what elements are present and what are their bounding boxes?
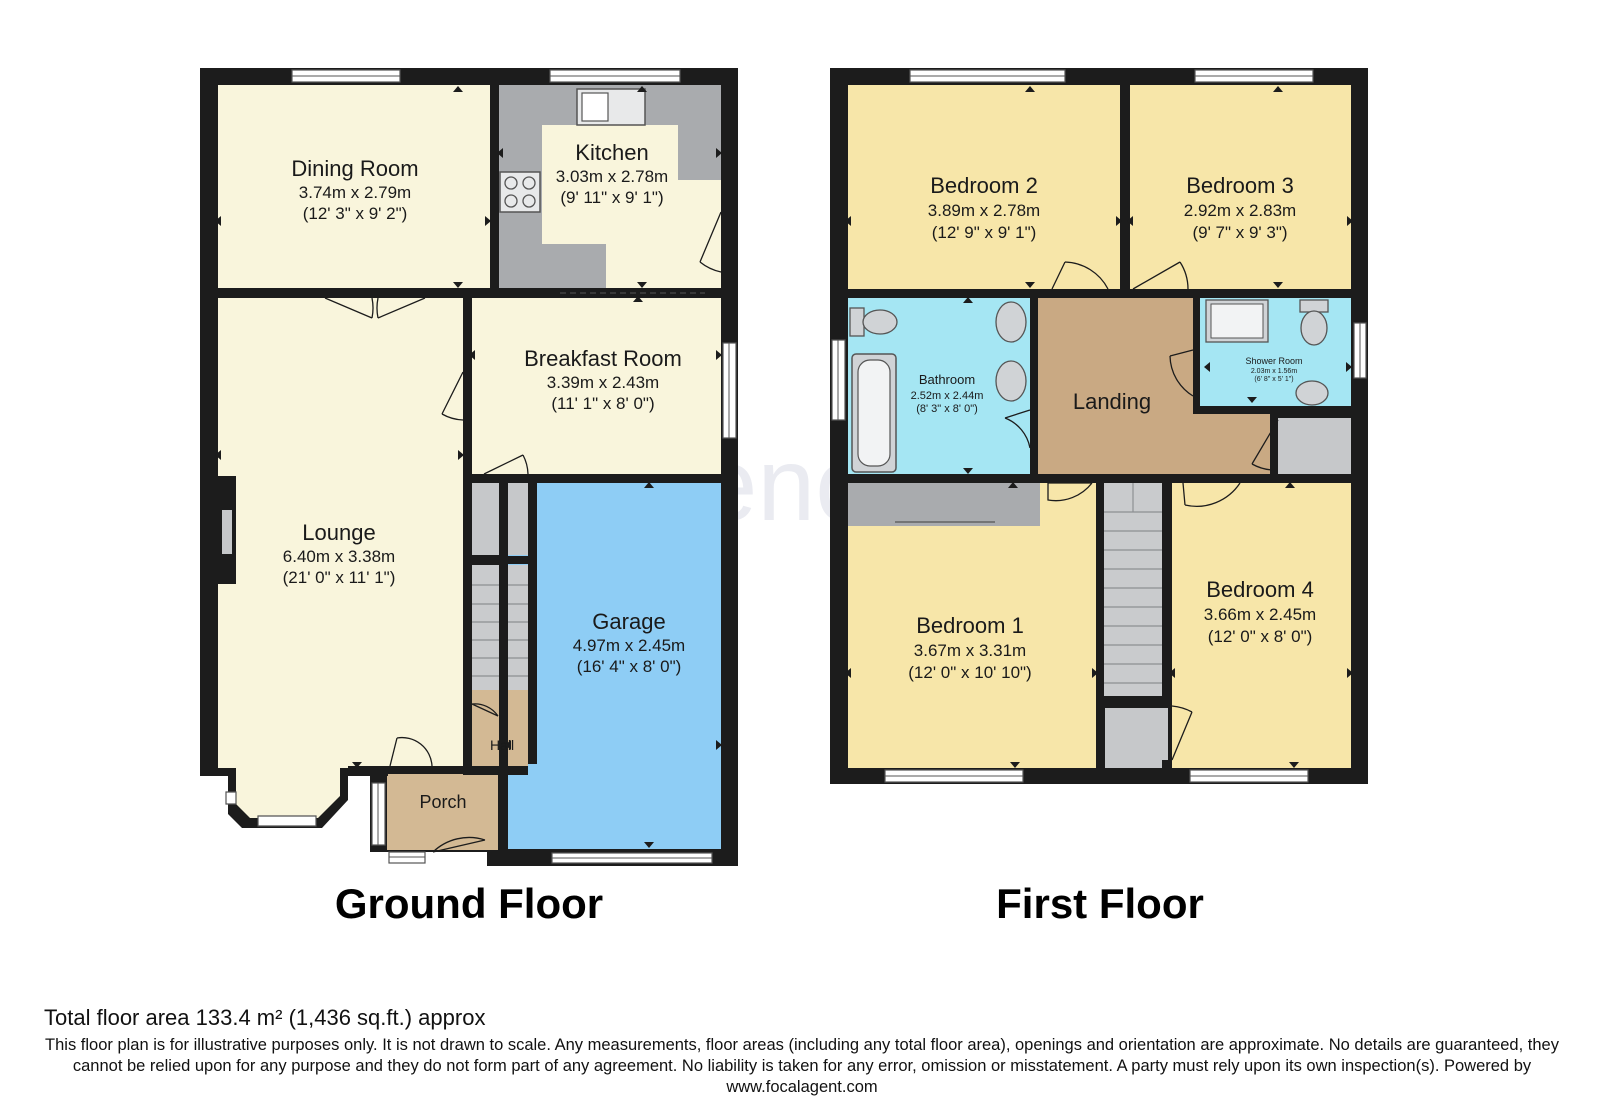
bedroom-2-imperial: (12' 9" x 9' 1") (932, 223, 1037, 242)
room-breakfast-room (472, 298, 721, 474)
first-floor: Bedroom 2 3.89m x 2.78m (12' 9" x 9' 1")… (830, 68, 1368, 927)
first-floor-title: First Floor (996, 880, 1204, 927)
room-bedroom-1-nook (1040, 483, 1096, 528)
first-floor-window-panes (837, 75, 1361, 777)
kitchen-hob (499, 171, 541, 213)
bedroom-1-metric: 3.67m x 3.31m (914, 641, 1026, 660)
first-floor-stairs (1104, 483, 1162, 696)
shower-room-metric: 2.03m x 1.56m (1251, 368, 1297, 375)
bathroom-metric: 2.52m x 2.44m (911, 390, 984, 402)
ground-floor-title: Ground Floor (335, 880, 603, 927)
breakfast-room-metric: 3.39m x 2.43m (547, 373, 659, 392)
lounge-name: Lounge (302, 520, 375, 545)
room-dining-room (218, 85, 490, 288)
room-lounge (218, 298, 463, 768)
shower-room-name: Shower Room (1245, 356, 1302, 366)
shower-toilet-bowl (1300, 310, 1328, 346)
first-floor-labels: Bedroom 2 3.89m x 2.78m (12' 9" x 9' 1")… (908, 173, 1316, 682)
lounge-bay (236, 768, 340, 818)
window-panes (292, 75, 730, 859)
bathroom-name: Bathroom (919, 372, 975, 387)
bedroom-4-metric: 3.66m x 2.45m (1204, 605, 1316, 624)
room-bedroom-2 (848, 85, 1120, 289)
lounge-imperial: (21' 0" x 11' 1") (283, 568, 396, 587)
kitchen-imperial: (9' 11" x 9' 1") (560, 188, 663, 207)
bedroom-2-metric: 3.89m x 2.78m (928, 201, 1040, 220)
room-landing-ext (1193, 412, 1276, 474)
bedroom-4-imperial: (12' 0" x 8' 0") (1208, 627, 1313, 646)
shower-tray-inner (1210, 303, 1264, 339)
bedroom-4-name: Bedroom 4 (1206, 577, 1314, 602)
bath-tub-inner (857, 359, 891, 467)
disclaimer-text: This floor plan is for illustrative purp… (45, 1036, 1559, 1096)
bathroom-basin-2 (995, 360, 1027, 402)
room-garage (508, 483, 721, 849)
bedroom-3-metric: 2.92m x 2.83m (1184, 201, 1296, 220)
shower-basin (1295, 380, 1329, 406)
ground-floor-internal-walls (200, 68, 738, 866)
dimension-arrows (215, 86, 1353, 848)
bathroom-toilet (849, 307, 865, 337)
landing-name: Landing (1073, 389, 1151, 414)
kitchen-sink-bowl (581, 92, 609, 122)
room-bedroom-4 (1172, 483, 1351, 768)
lounge-hearth (222, 510, 232, 554)
garage-imperial: (16' 4" x 8' 0") (577, 657, 682, 676)
dining-room-imperial: (12' 3" x 9' 2") (303, 204, 408, 223)
bathroom-imperial: (8' 3" x 8' 0") (916, 403, 978, 415)
room-landing (1038, 298, 1193, 474)
bedroom-1-name: Bedroom 1 (916, 613, 1024, 638)
bedroom-2-name: Bedroom 2 (930, 173, 1038, 198)
bedroom-4-cupboard (1105, 708, 1168, 768)
kitchen-metric: 3.03m x 2.78m (556, 167, 668, 186)
shower-room-imperial: (6' 8" x 5' 1") (1254, 376, 1293, 383)
hall-name: Hall (490, 737, 514, 753)
dining-room-metric: 3.74m x 2.79m (299, 183, 411, 202)
kitchen-worktop (499, 85, 721, 288)
room-porch (387, 770, 498, 850)
shower-toilet-cistern (1299, 299, 1329, 313)
kitchen-hob-rings (504, 176, 536, 208)
kitchen-name: Kitchen (575, 140, 648, 165)
bathroom-basin-1 (995, 301, 1027, 343)
bathroom-toilet-bowl (862, 309, 898, 335)
ground-floor: Dining Room 3.74m x 2.79m (12' 3" x 9' 2… (200, 68, 738, 927)
room-bedroom-3 (1130, 85, 1351, 289)
room-bedroom-1 (848, 526, 1096, 768)
dining-room-name: Dining Room (291, 156, 418, 181)
bedroom-3-imperial: (9' 7" x 9' 3") (1192, 223, 1287, 242)
garage-metric: 4.97m x 2.45m (573, 636, 685, 655)
lounge-metric: 6.40m x 3.38m (283, 547, 395, 566)
total-floor-area: Total floor area 133.4 m² (1,436 sq.ft.)… (44, 1005, 486, 1030)
garage-name: Garage (592, 609, 665, 634)
breakfast-room-imperial: (11' 1" x 8' 0") (551, 394, 654, 413)
ground-floor-labels: Dining Room 3.74m x 2.79m (12' 3" x 9' 2… (283, 140, 686, 812)
footer: Total floor area 133.4 m² (1,436 sq.ft.)… (42, 1005, 1562, 1098)
first-floor-doors (1004, 261, 1279, 761)
breakfast-room-name: Breakfast Room (524, 346, 682, 371)
landing-cupboard (1278, 418, 1351, 474)
bedroom-1-imperial: (12' 0" x 10' 10") (908, 663, 1031, 682)
bedroom-1-wardrobe (848, 483, 1040, 526)
porch-name: Porch (419, 792, 466, 812)
first-floor-internal-walls (830, 68, 1368, 784)
ground-floor-doors (324, 211, 722, 853)
first-floor-stair-treads (1104, 483, 1162, 684)
bedroom-3-name: Bedroom 3 (1186, 173, 1294, 198)
